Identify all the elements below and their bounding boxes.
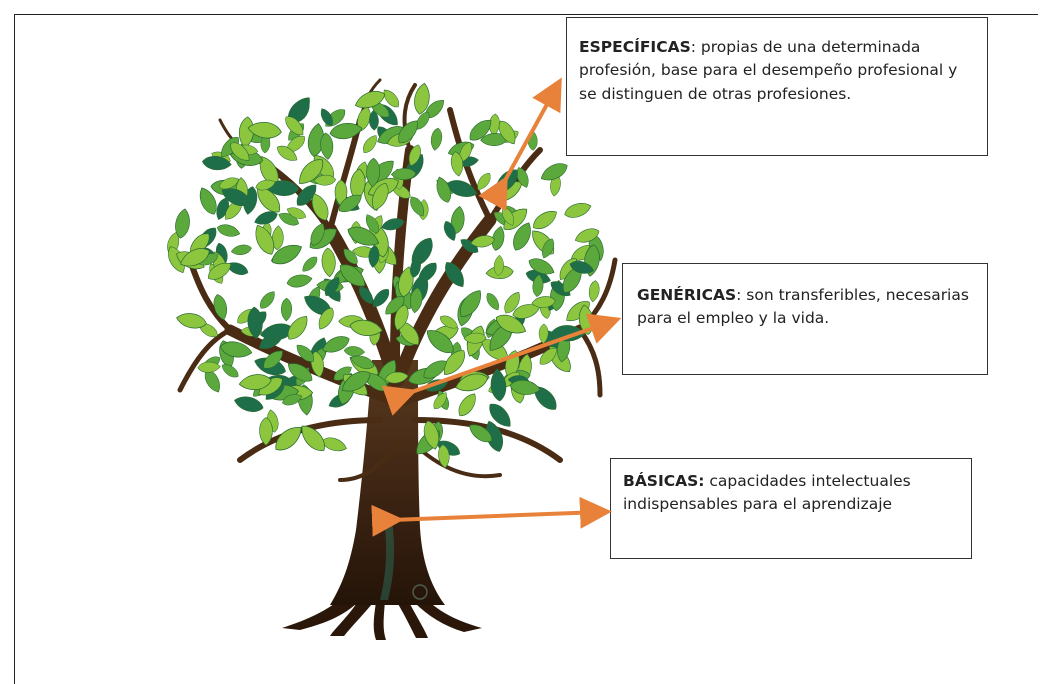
- leaf: [320, 246, 337, 278]
- leaf: [454, 389, 481, 420]
- especificas-term: ESPECÍFICAS: [579, 38, 691, 56]
- box-genericas: GENÉRICAS: son transferibles, necesarias…: [622, 263, 988, 375]
- box-especificas: ESPECÍFICAS: propias de una determinada …: [566, 17, 988, 156]
- leaf: [483, 290, 503, 313]
- leaf: [232, 393, 266, 416]
- tree-roots: [282, 590, 482, 640]
- leaf: [285, 272, 314, 290]
- genericas-text: : son transferibles, necesarias para el …: [637, 286, 969, 328]
- leaf: [215, 222, 242, 240]
- leaf: [359, 132, 381, 156]
- leaf: [343, 345, 366, 358]
- leaf: [527, 129, 539, 152]
- genericas-term: GENÉRICAS: [637, 286, 737, 304]
- box-basicas: BÁSICAS: capacidades intelectuales indis…: [610, 458, 972, 559]
- leaf: [280, 297, 293, 322]
- especificas-text: : propias de una determinada profesión, …: [579, 38, 958, 103]
- leaf: [587, 279, 601, 303]
- leaf: [299, 253, 321, 275]
- leaf: [429, 126, 444, 152]
- leaf: [211, 292, 230, 322]
- diagram-frame: [14, 14, 1038, 684]
- basicas-term: BÁSICAS:: [623, 472, 705, 490]
- leaf: [256, 288, 279, 312]
- leaf: [562, 199, 594, 222]
- leaf: [529, 206, 561, 234]
- basicas-text: capacidades intelectuales indispensables…: [623, 472, 911, 514]
- leaf: [230, 243, 253, 257]
